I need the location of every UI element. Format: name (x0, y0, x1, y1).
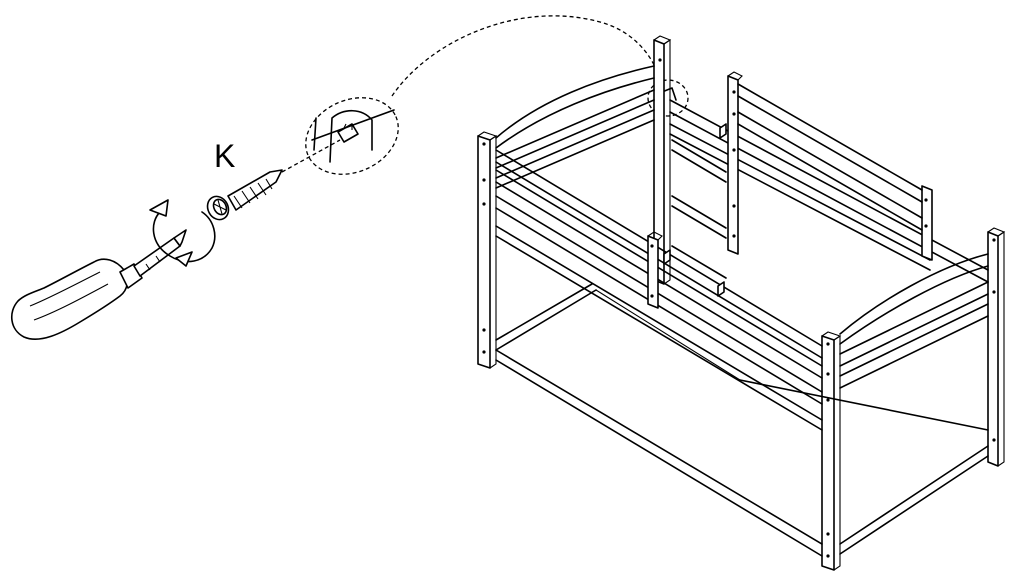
part-label-k: K (214, 138, 236, 174)
rotation-arrow-icon (149, 199, 216, 267)
screwdriver-icon (11, 229, 187, 340)
magnifier-callout-icon (305, 97, 399, 175)
screw-icon (206, 169, 283, 221)
callout-leader (281, 15, 661, 173)
bunk-bed-frame (477, 35, 1006, 571)
